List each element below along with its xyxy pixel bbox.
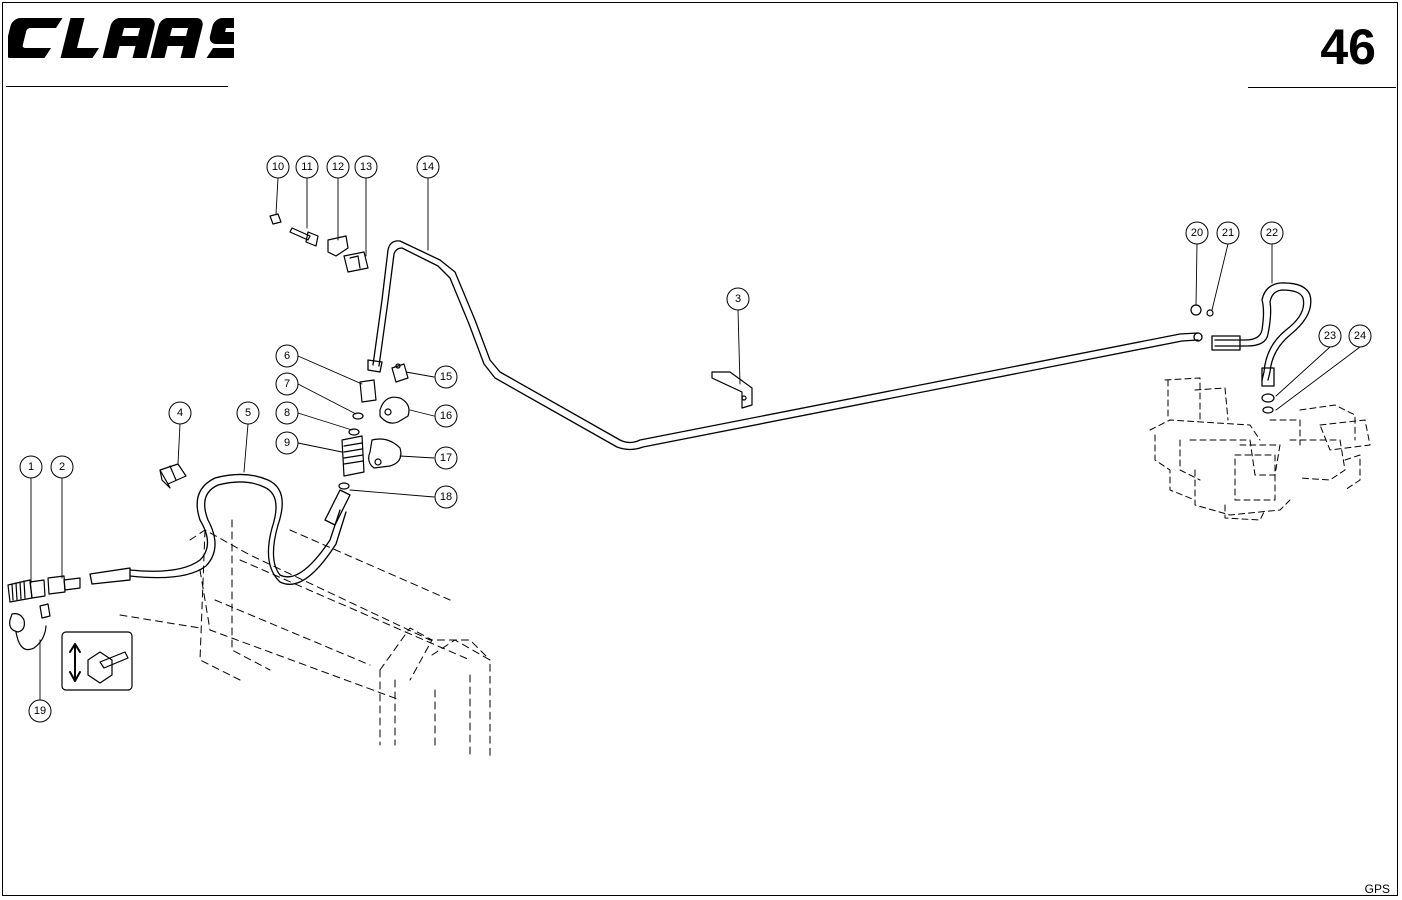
header-rule-left	[6, 86, 228, 87]
callout-5: 5	[245, 407, 251, 419]
part-2-adapter	[47, 575, 81, 595]
callout-4: 4	[177, 407, 183, 419]
callout-7: 7	[284, 378, 290, 390]
callout-17: 17	[440, 452, 452, 464]
callout-21: 21	[1222, 227, 1234, 239]
callout-6: 6	[284, 350, 290, 362]
part-23-24-seals	[1261, 393, 1275, 414]
callout-1: 1	[28, 461, 34, 473]
machine-frame-dashed	[119, 519, 491, 761]
callout-10: 10	[272, 161, 284, 173]
callout-8: 8	[284, 407, 290, 419]
part-10-nut	[269, 213, 282, 225]
part-18-oring	[338, 482, 350, 490]
callout-23: 23	[1324, 330, 1336, 342]
callout-16: 16	[440, 410, 452, 422]
valve-block-dashed	[1149, 377, 1371, 521]
part-3-bracket	[711, 371, 753, 409]
hose-22	[1211, 282, 1312, 387]
page-number: 46	[1320, 19, 1376, 75]
part-15-fitting	[391, 363, 409, 383]
part-11-bolt	[289, 227, 319, 247]
part-17-clamp	[368, 438, 402, 469]
part-20-21-fittings	[1190, 304, 1214, 317]
callout-12: 12	[332, 161, 344, 173]
callout-22: 22	[1266, 227, 1278, 239]
part-9-nipple	[341, 435, 365, 477]
part-4-block	[159, 463, 187, 489]
callout-14: 14	[422, 161, 434, 173]
callout-3: 3	[735, 293, 741, 305]
part-19-cap	[9, 603, 51, 651]
callout-13: 13	[360, 161, 372, 173]
callout-2: 2	[59, 461, 65, 473]
callout-9: 9	[284, 437, 290, 449]
callout-18: 18	[440, 491, 452, 503]
callout-15: 15	[440, 371, 452, 383]
part-6-union	[359, 379, 377, 403]
callout-19: 19	[34, 705, 46, 717]
callout-circles	[19, 155, 1372, 723]
callout-11: 11	[301, 161, 312, 173]
steel-pipe-14	[367, 240, 1203, 451]
part-16-clamp	[379, 396, 410, 424]
callout-24: 24	[1354, 330, 1366, 342]
leader-lines	[30, 177, 1361, 701]
callout-20: 20	[1191, 227, 1203, 239]
part-13-clamp	[343, 251, 369, 273]
header-rule-right	[1248, 87, 1396, 88]
lift-control-symbol-icon	[61, 631, 133, 691]
part-1-coupling	[7, 579, 46, 603]
hose-5	[89, 473, 351, 585]
footer-code: GPS	[1364, 882, 1390, 896]
part-7-8-washers	[348, 412, 364, 436]
part-12-clip	[327, 235, 349, 257]
